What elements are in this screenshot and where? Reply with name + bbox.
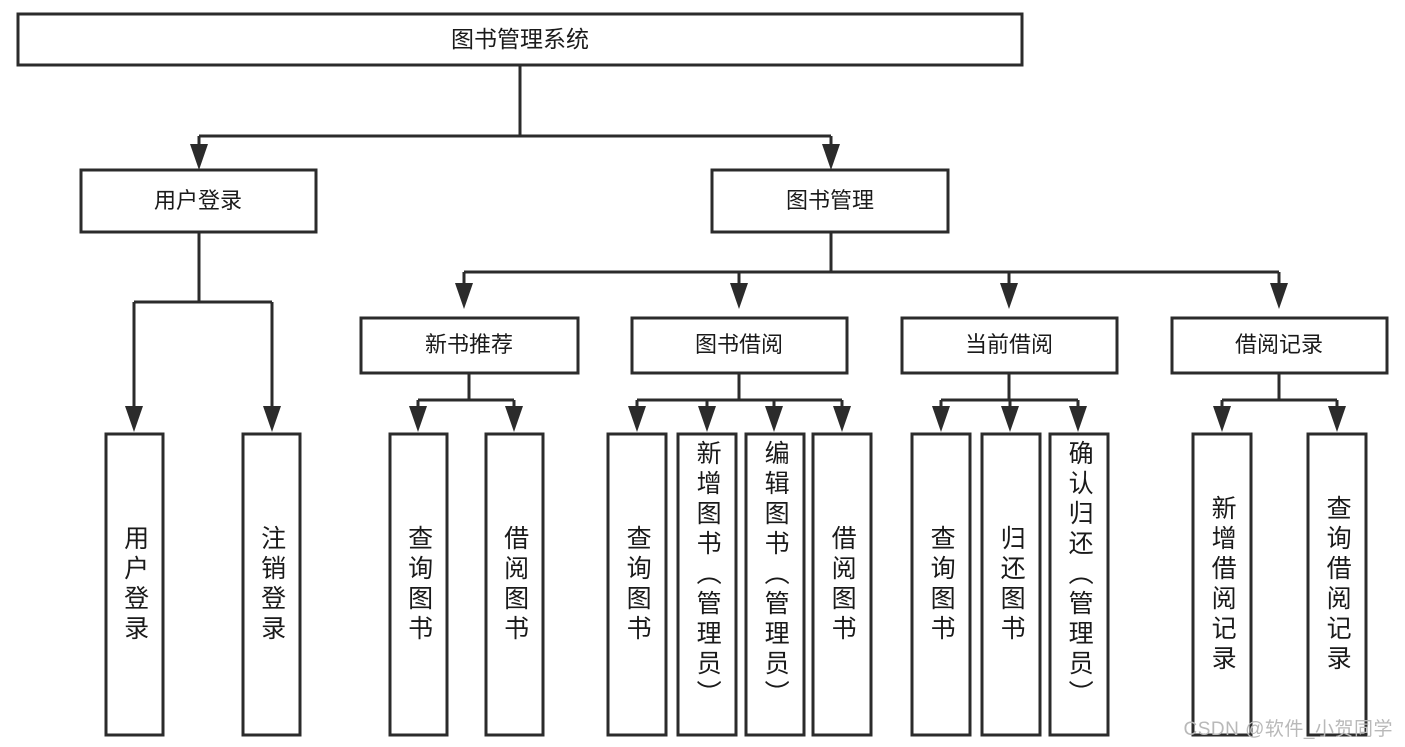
leaf-add-book-box[interactable] (676, 432, 738, 737)
leaf-borrow-book-1-box[interactable] (484, 432, 545, 737)
node-user-login-label: 用户登录 (154, 188, 242, 213)
node-book-management[interactable]: 图书管理 (710, 168, 950, 234)
leaf-confirm-return-box[interactable] (1048, 432, 1110, 737)
node-new-book-recommend-label: 新书推荐 (425, 332, 513, 357)
node-user-login[interactable]: 用户登录 (79, 168, 318, 234)
arrowhead-icon (125, 406, 143, 432)
node-book-management-box[interactable] (710, 168, 950, 234)
arrowhead-icon (505, 406, 523, 432)
node-user-login-box[interactable] (79, 168, 318, 234)
leaf-query-record-box[interactable] (1306, 432, 1368, 737)
node-current-borrow[interactable]: 当前借阅 (900, 316, 1119, 375)
arrowhead-icon (1000, 283, 1018, 309)
node-borrow-record[interactable]: 借阅记录 (1170, 316, 1389, 375)
arrowhead-icon (1213, 406, 1231, 432)
arrowhead-icon (628, 406, 646, 432)
node-new-book-recommend[interactable]: 新书推荐 (359, 316, 580, 375)
leaf-query-book-3-box[interactable] (910, 432, 972, 737)
node-borrow-record-label: 借阅记录 (1235, 332, 1323, 357)
arrowhead-icon (822, 144, 840, 170)
node-new-book-recommend-box[interactable] (359, 316, 580, 375)
arrowhead-icon (1001, 406, 1019, 432)
node-borrow-record-box[interactable] (1170, 316, 1389, 375)
watermark-text: CSDN @软件_小贺同学 (1183, 719, 1393, 740)
arrowhead-icon (932, 406, 950, 432)
leaf-borrow-book-2-box[interactable] (811, 432, 873, 737)
node-root-label: 图书管理系统 (451, 26, 589, 52)
node-current-borrow-label: 当前借阅 (965, 332, 1053, 357)
connector-group-book-borrow (628, 374, 851, 432)
connector-group-current-borrow (932, 374, 1087, 432)
node-book-management-label: 图书管理 (786, 188, 874, 213)
leaf-logout-box[interactable] (241, 432, 302, 737)
arrowhead-icon (190, 144, 208, 170)
arrowhead-icon (698, 406, 716, 432)
leaf-user-login-box[interactable] (104, 432, 165, 737)
leaf-query-book-2-box[interactable] (606, 432, 668, 737)
arrowhead-icon (1328, 406, 1346, 432)
node-root-box[interactable] (16, 12, 1024, 67)
leaf-return-book-box[interactable] (980, 432, 1042, 737)
connector-group-borrow-record (1213, 374, 1346, 432)
arrowhead-icon (409, 406, 427, 432)
arrowhead-icon (833, 406, 851, 432)
arrowhead-icon (455, 283, 473, 309)
leaf-edit-book-box[interactable] (744, 432, 806, 737)
arrowhead-icon (765, 406, 783, 432)
node-book-borrow[interactable]: 图书借阅 (630, 316, 849, 375)
arrowhead-icon (730, 283, 748, 309)
arrowhead-icon (263, 406, 281, 432)
leaf-query-book-1-box[interactable] (388, 432, 449, 737)
leaf-add-record-box[interactable] (1191, 432, 1253, 737)
connector-group-book-mgmt (455, 233, 1288, 309)
connector-group-root (190, 65, 840, 170)
arrowhead-icon (1270, 283, 1288, 309)
node-book-borrow-box[interactable] (630, 316, 849, 375)
leaf-boxes-group (104, 432, 1368, 737)
node-current-borrow-box[interactable] (900, 316, 1119, 375)
node-book-borrow-label: 图书借阅 (695, 332, 783, 357)
connector-group-new-book (409, 374, 523, 432)
node-root[interactable]: 图书管理系统 (16, 12, 1024, 67)
connector-group-user-login (125, 233, 281, 432)
arrowhead-icon (1069, 406, 1087, 432)
